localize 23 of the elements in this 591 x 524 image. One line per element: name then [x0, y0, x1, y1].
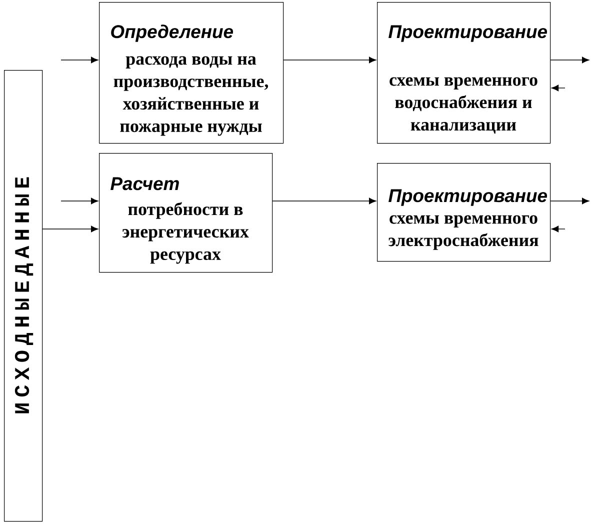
box-label: И С Х О Д Н Ы Е Д А Н Н Ы Е [14, 177, 34, 414]
box-heading: Расчет [110, 177, 179, 190]
arrow [552, 226, 566, 232]
process-box [377, 2, 551, 144]
process-box [99, 2, 284, 144]
vertical-box [4, 70, 43, 522]
arrow [272, 198, 376, 204]
arrow [283, 56, 376, 64]
process-box [99, 153, 273, 273]
box-heading: Проектирование [388, 189, 547, 206]
arrow [60, 198, 98, 204]
box-text: расхода воды на производственные, хозяйственные и пожарные нужды [114, 56, 268, 136]
arrow [550, 56, 590, 64]
arrow [42, 226, 98, 232]
arrow [552, 84, 566, 92]
arrow [550, 198, 590, 204]
box-text: схемы временного электроснабжения [388, 215, 538, 250]
arrow [60, 56, 98, 64]
box-heading: Определение [111, 24, 234, 42]
box-text: потребности в энергетических ресурсах [122, 202, 249, 264]
box-text: схемы временного водоснабжения и канализации [390, 77, 538, 134]
box-heading: Проектирование [388, 25, 547, 42]
process-box [377, 163, 551, 262]
